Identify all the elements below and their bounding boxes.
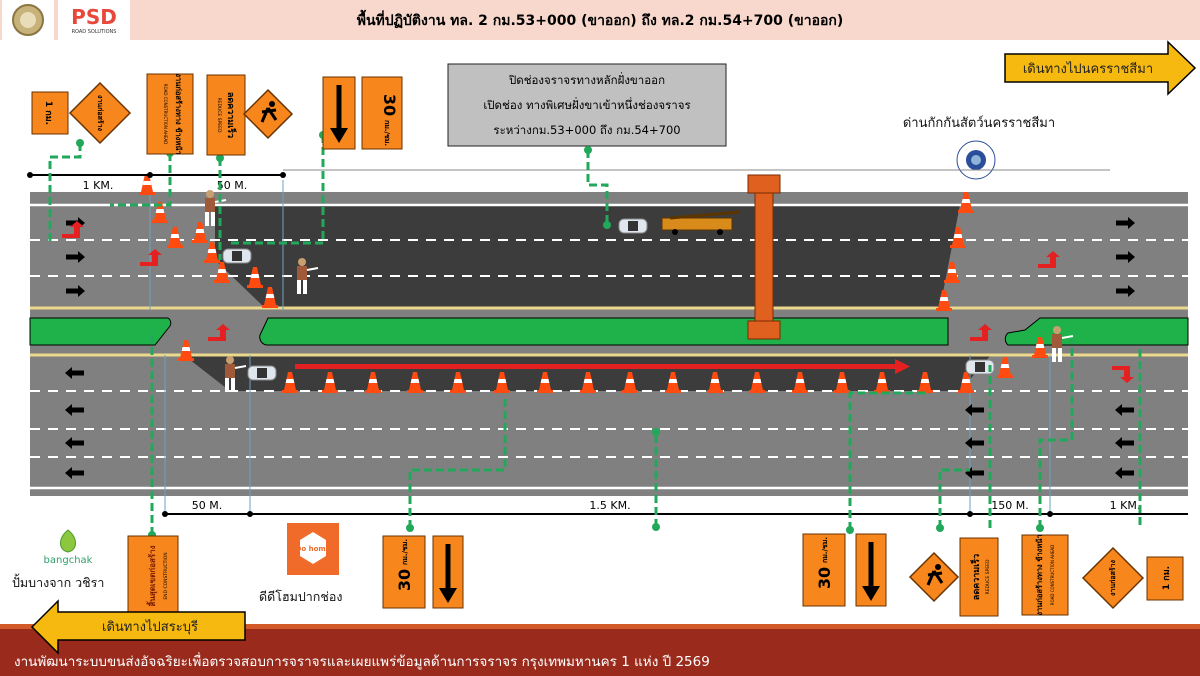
svg-text:30: 30 bbox=[380, 94, 399, 116]
sign-construction-diamond-bottom: งานก่อสร้าง bbox=[1081, 546, 1145, 610]
closed-lanes-area bbox=[215, 205, 960, 308]
direction-right-label: เดินทางไปนครราชสีมา bbox=[1023, 61, 1153, 77]
top-distance-markers: 1 KM. 50 M. bbox=[27, 169, 1110, 192]
svg-text:1 กม.: 1 กม. bbox=[43, 101, 53, 125]
svg-text:ลดความเร็ว: ลดความเร็ว bbox=[225, 92, 238, 138]
header-bar bbox=[0, 0, 1200, 40]
svg-text:กม./ชม.: กม./ชม. bbox=[383, 120, 391, 146]
distance-label: 50 M. bbox=[192, 499, 222, 512]
sign-road-work-ahead-bottom: งานก่อสร้างทาง ข้างหน้า ROAD CONSTRUCTION… bbox=[1021, 534, 1069, 616]
car-icon bbox=[618, 218, 648, 234]
notice-line-3: ระหว่างกม.53+000 ถึง กม.54+700 bbox=[493, 123, 680, 137]
distance-label: 150 M. bbox=[991, 499, 1028, 512]
notice-line-1: ปิดช่องจราจรทางหลักฝั่งขาออก bbox=[508, 72, 665, 87]
svg-text:งานก่อสร้างทาง ข้างหน้า: งานก่อสร้างทาง ข้างหน้า bbox=[174, 73, 183, 154]
svg-text:30: 30 bbox=[815, 567, 834, 589]
direction-left-label: เดินทางไปสระบุรี bbox=[102, 619, 198, 635]
sign-speed-30-bottom-left: 30 กม./ชม. bbox=[382, 535, 426, 609]
distance-label: 1 KM. bbox=[83, 179, 114, 192]
bangchak-logo: bangchak bbox=[44, 529, 93, 566]
page-title: พื้นที่ปฏิบัติงาน ทล. 2 กม.53+000 (ขาออก… bbox=[357, 9, 844, 29]
traffic-cone-icon bbox=[139, 174, 155, 195]
sign-construction-diamond-top: งานก่อสร้าง bbox=[68, 81, 132, 145]
dohome-logo: Do home bbox=[287, 523, 339, 575]
svg-text:REDUCE SPEED: REDUCE SPEED bbox=[985, 559, 991, 594]
svg-text:30: 30 bbox=[395, 569, 414, 591]
dohome-label: ดีดีโฮมปากช่อง bbox=[259, 589, 342, 604]
car-icon bbox=[222, 248, 252, 264]
distance-label: 50 M. bbox=[217, 179, 247, 192]
median-island-left bbox=[29, 317, 172, 346]
svg-text:Do home: Do home bbox=[296, 545, 331, 553]
svg-text:กม./ชม.: กม./ชม. bbox=[821, 537, 829, 563]
direction-arrow-nakhon-ratchasima: เดินทางไปนครราชสีมา bbox=[1004, 40, 1197, 96]
psd-logo-text: PSD bbox=[71, 5, 117, 29]
quarantine-seal-logo bbox=[956, 140, 996, 180]
sign-1km-top: 1 กม. bbox=[31, 91, 69, 135]
psd-logo: PSD ROAD SOLUTIONS bbox=[58, 0, 130, 40]
sign-speed-30-top: 30 กม./ชม. bbox=[361, 76, 403, 150]
distance-label: 1.5 KM. bbox=[589, 499, 630, 512]
notice-box: ปิดช่องจราจรทางหลักฝั่งขาออก เปิดช่อง ทา… bbox=[447, 63, 727, 147]
checkpoint-label: ด่านกักกันสัตว์นครราชสีมา bbox=[903, 115, 1055, 131]
svg-text:งานก่อสร้าง: งานก่อสร้าง bbox=[1108, 559, 1117, 596]
svg-text:END CONSTRUCTION: END CONSTRUCTION bbox=[163, 552, 169, 599]
svg-text:งานก่อสร้างทาง ข้างหน้า: งานก่อสร้างทาง ข้างหน้า bbox=[1035, 534, 1044, 615]
median-island-right bbox=[1004, 317, 1189, 346]
overhead-gantry bbox=[747, 174, 781, 340]
svg-text:bangchak: bangchak bbox=[44, 555, 93, 566]
psd-logo-sub: ROAD SOLUTIONS bbox=[72, 29, 117, 35]
car-icon bbox=[247, 365, 277, 381]
sign-1km-bottom: 1 กม. bbox=[1146, 556, 1184, 601]
distance-label: 1 KM. bbox=[1110, 499, 1141, 512]
sign-worker-diamond-bottom bbox=[908, 551, 960, 603]
svg-text:สิ้นสุดเขตก่อสร้าง: สิ้นสุดเขตก่อสร้าง bbox=[146, 545, 158, 606]
svg-text:กม./ชม.: กม./ชม. bbox=[401, 539, 409, 565]
sign-end-construction: สิ้นสุดเขตก่อสร้าง END CONSTRUCTION bbox=[127, 535, 179, 617]
sign-road-work-ahead-top: งานก่อสร้างทาง ข้างหน้า ROAD CONSTRUCTION… bbox=[146, 73, 194, 155]
direction-arrow-saraburi: เดินทางไปสระบุรี bbox=[30, 599, 246, 655]
sign-worker-diamond-top bbox=[242, 88, 294, 140]
sign-leader-lines bbox=[48, 135, 1142, 535]
notice-line-2: เปิดช่อง ทางพิเศษฝั่งขาเข้าหนึ่งช่องจราจ… bbox=[483, 97, 690, 112]
svg-text:1 กม.: 1 กม. bbox=[1162, 566, 1172, 590]
svg-text:REDUCE SPEED: REDUCE SPEED bbox=[216, 98, 222, 133]
footer-text: งานพัฒนาระบบขนส่งอัจฉริยะเพื่อตรวจสอบการ… bbox=[14, 652, 710, 670]
construction-truck-icon bbox=[661, 210, 741, 235]
svg-text:ลดความเร็ว: ลดความเร็ว bbox=[969, 554, 982, 600]
svg-text:งานก่อสร้าง: งานก่อสร้าง bbox=[96, 95, 105, 132]
dept-highways-logo bbox=[2, 0, 54, 40]
median-island-center bbox=[259, 317, 949, 346]
bottom-distance-markers: 50 M. 1.5 KM. 150 M. 1 KM. bbox=[162, 499, 1188, 517]
svg-text:ROAD CONSTRUCTION AHEAD: ROAD CONSTRUCTION AHEAD bbox=[163, 84, 168, 144]
sign-arrow-down-top bbox=[322, 76, 356, 150]
contraflow-arrow-icon bbox=[295, 359, 910, 374]
svg-text:ROAD CONSTRUCTION AHEAD: ROAD CONSTRUCTION AHEAD bbox=[1050, 545, 1055, 605]
sign-arrow-down-bottom-right bbox=[855, 533, 887, 607]
sign-arrow-down-bottom-left bbox=[432, 535, 464, 609]
sign-speed-30-bottom-right: 30 กม./ชม. bbox=[802, 533, 846, 607]
bangchak-label: ปั้มบางจาก วชิรา bbox=[12, 573, 104, 590]
